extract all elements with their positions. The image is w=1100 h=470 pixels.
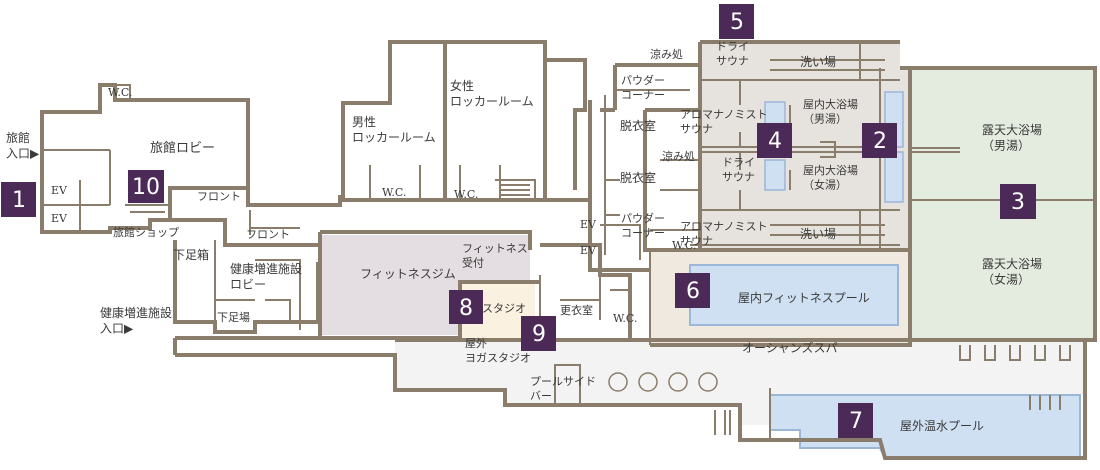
room-dry-sauna-2: ドライサウナ [722, 156, 755, 183]
room-ryokan-lobby: 旅館ロビー [150, 141, 215, 156]
room-male-locker: 男性ロッカールーム [352, 115, 436, 145]
marker-1[interactable]: 1 [1, 182, 36, 217]
room-studio: スタジオ [482, 302, 526, 315]
entrance-health: 健康増進施設入口▶ [100, 305, 172, 336]
room-dry-sauna-1: ドライサウナ [716, 40, 749, 67]
marker-8-label: 8 [459, 296, 473, 321]
room-wc-pool: W.C. [613, 312, 637, 325]
room-wash-2: 洗い場 [800, 227, 836, 241]
marker-4[interactable]: 4 [757, 123, 792, 158]
room-indoor-bath-m: 屋内大浴場（男湯） [803, 97, 858, 125]
room-female-locker: 女性ロッカールーム [450, 78, 534, 109]
room-ev-2: EV [51, 212, 68, 225]
room-gym: フィットネスジム [360, 267, 456, 281]
poolside-tables [608, 372, 718, 392]
room-outdoor-yoga: 屋外ヨガスタジオ [465, 337, 531, 364]
room-wc-female: W.C. [454, 188, 478, 201]
room-front-2: フロント [246, 228, 290, 241]
marker-1-label: 1 [12, 188, 26, 213]
room-wc-bath: W.C. [672, 239, 696, 252]
room-changing: 更衣室 [560, 303, 593, 317]
marker-10-label: 10 [132, 175, 160, 200]
room-ev-1: EV [51, 184, 68, 197]
room-outdoor-pool: 屋外温水プール [900, 419, 984, 433]
marker-9[interactable]: 9 [521, 316, 556, 351]
room-shoe-area: 下足場 [217, 311, 250, 324]
room-outdoor-bath-f: 露天大浴場（女湯） [982, 257, 1042, 287]
marker-3[interactable]: 3 [1000, 184, 1036, 219]
marker-2-label: 2 [873, 129, 887, 154]
marker-5-label: 5 [730, 10, 744, 35]
walls [40, 40, 1097, 460]
room-indoor-bath-f: 屋内大浴場（女湯） [803, 163, 858, 191]
marker-5[interactable]: 5 [719, 4, 754, 39]
marker-9-label: 9 [532, 322, 546, 347]
room-labels: 旅館入口▶ 健康増進施設入口▶ 旅館ロビー フロント フロント 旅館ショップ E… [6, 40, 1042, 433]
marker-6[interactable]: 6 [675, 273, 710, 308]
indoor-bath-tub-f [884, 151, 904, 203]
marker-7-label: 7 [849, 409, 863, 434]
room-ryokan-shop: 旅館ショップ [113, 225, 179, 239]
room-wc-top: W.C. [108, 86, 132, 99]
sauna-tub-2 [764, 159, 786, 191]
room-ev-4: EV [580, 244, 597, 257]
indoor-pool-water [689, 264, 899, 326]
marker-6-label: 6 [686, 279, 700, 304]
room-powder-2: パウダーコーナー [621, 211, 665, 239]
room-indoor-pool: 屋内フィットネスプール [738, 291, 870, 305]
room-ev-3: EV [580, 218, 597, 231]
marker-10[interactable]: 10 [128, 170, 164, 203]
room-poolside-bar: プールサイドバー [530, 375, 596, 402]
room-front-1: フロント [197, 190, 241, 203]
room-fitness-reception: フィットネス受付 [462, 242, 528, 269]
entrance-ryokan: 旅館入口▶ [6, 130, 40, 161]
room-oceans-spa: オーシャンズスパ [742, 340, 838, 355]
marker-4-label: 4 [768, 129, 782, 154]
room-powder-1: パウダーコーナー [621, 73, 665, 101]
room-aroma-sauna-1: アロマナノミストサウナ [680, 108, 767, 135]
room-wash-1: 洗い場 [800, 55, 836, 69]
room-dressing-2: 脱衣室 [620, 170, 656, 185]
room-cool-2: 涼み処 [662, 149, 695, 163]
marker-7[interactable]: 7 [838, 403, 873, 438]
marker-3-label: 3 [1011, 190, 1025, 215]
marker-2[interactable]: 2 [862, 123, 897, 158]
room-outdoor-bath-m: 露天大浴場（男湯） [982, 123, 1042, 153]
room-shoe-box: 下足箱 [173, 247, 209, 262]
marker-8[interactable]: 8 [449, 290, 483, 324]
room-health-lobby: 健康増進施設ロビー [230, 261, 302, 292]
room-wc-male: W.C. [382, 186, 406, 199]
room-cool-1: 涼み処 [650, 47, 683, 61]
room-aroma-sauna-2: アロマナノミストサウナ [680, 220, 767, 247]
room-dressing-1: 脱衣室 [620, 118, 656, 133]
